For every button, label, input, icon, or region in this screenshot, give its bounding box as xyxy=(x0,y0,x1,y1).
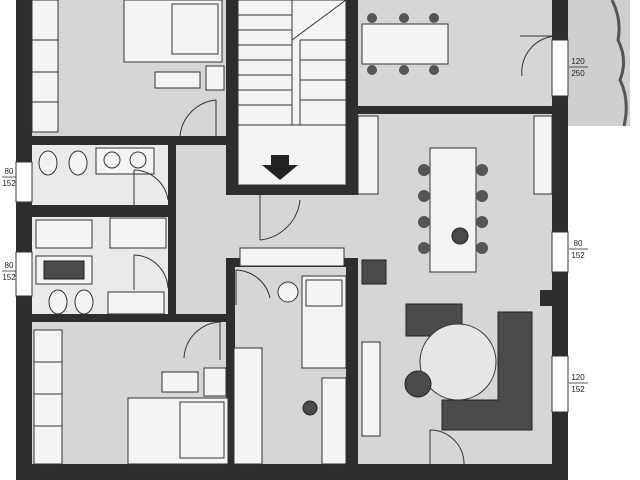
door-bedroom2 xyxy=(183,321,221,360)
kitchen-table xyxy=(361,23,449,65)
wardrobe-bedroom2-doors xyxy=(34,361,62,427)
shelf-bedroom3 xyxy=(239,247,345,267)
wall-bedroom1-south xyxy=(24,136,234,145)
toilet-bathroom1 xyxy=(68,150,88,176)
window-east-3 xyxy=(551,355,569,413)
toilet-bathroom2 xyxy=(74,289,94,315)
svg-text:120: 120 xyxy=(571,373,585,382)
shower-bathroom2 xyxy=(109,217,167,249)
svg-text:80: 80 xyxy=(574,239,583,248)
washbasin-bathroom2 xyxy=(107,291,165,315)
svg-text:120: 120 xyxy=(571,57,585,66)
wall-stair-east xyxy=(346,0,358,195)
wall-bath-south xyxy=(24,205,176,213)
wardrobe-bedroom2-east xyxy=(233,347,263,465)
dining-table xyxy=(429,147,477,273)
svg-text:250: 250 xyxy=(571,69,585,78)
svg-text:152: 152 xyxy=(571,385,585,394)
svg-text:152: 152 xyxy=(2,273,16,282)
sofa-corner xyxy=(441,311,533,431)
window-east-2 xyxy=(551,231,569,273)
stair-arrow-shaft xyxy=(271,155,289,167)
kitchen-chairs xyxy=(367,13,439,75)
sink-bathroom1-a xyxy=(103,151,121,169)
cabinet-living-east xyxy=(533,115,553,195)
door-bathroom2 xyxy=(133,254,169,290)
bidet-bathroom2 xyxy=(48,289,68,315)
window-dim-west-1: 80 152 xyxy=(2,167,16,188)
desk-bedroom3 xyxy=(321,377,347,465)
door-bedroom1 xyxy=(179,99,217,140)
bathtub-bathroom2 xyxy=(35,219,93,249)
wall-bedroom3-east xyxy=(346,258,358,464)
plant-corner xyxy=(361,259,387,285)
wall-bath2-north xyxy=(24,213,176,217)
window-west-2 xyxy=(15,251,33,297)
door-terrace xyxy=(520,35,557,77)
rug-living xyxy=(419,323,497,401)
wall-west xyxy=(16,0,32,480)
stair-arrow xyxy=(262,165,298,180)
pillow-bedroom1 xyxy=(171,3,219,55)
rug-bedroom2 xyxy=(161,371,199,393)
mat-bathroom2 xyxy=(43,260,85,280)
rug-bedroom1 xyxy=(154,71,201,89)
wardrobe-bedroom2 xyxy=(33,329,63,465)
desk-chair-bedroom3 xyxy=(302,400,318,416)
wall-bath-east xyxy=(168,145,176,207)
wall-bedroom2-east xyxy=(226,258,235,464)
stair-treads xyxy=(238,0,347,126)
sink-bathroom1-b xyxy=(129,151,147,169)
wall-living-north xyxy=(358,106,552,114)
window-west-1 xyxy=(15,161,33,203)
wall-bath2-east xyxy=(168,213,176,318)
terrace-planter xyxy=(610,0,628,127)
window-east-1 xyxy=(551,39,569,97)
window-dim-west-2: 80 152 xyxy=(2,261,16,282)
door-stair xyxy=(259,195,301,241)
nightstand-bedroom1 xyxy=(205,65,225,91)
pillow-bedroom3 xyxy=(305,279,343,307)
wardrobe-bedroom1-doors xyxy=(32,39,58,103)
window-dim-east-2: 80 152 xyxy=(569,239,588,260)
window-dim-east-3: 120 152 xyxy=(569,373,588,394)
wall-stair-south xyxy=(226,185,358,195)
wall-stair-west xyxy=(226,0,238,195)
door-bathroom1 xyxy=(133,169,169,205)
plant-dining xyxy=(451,227,469,245)
door-bedroom3 xyxy=(235,269,271,305)
tv-console xyxy=(361,341,381,437)
window-dim-east-1: 120 250 xyxy=(569,57,588,78)
coffee-table xyxy=(404,370,432,398)
wardrobe-bedroom1 xyxy=(31,0,59,133)
pillow-bedroom2 xyxy=(179,401,225,459)
wall-bath2-south xyxy=(24,314,230,322)
door-entrance xyxy=(429,429,465,465)
fireplace xyxy=(540,290,552,306)
svg-text:80: 80 xyxy=(5,261,14,270)
bidet-bathroom1 xyxy=(38,150,58,176)
wall-south xyxy=(16,464,568,480)
nightstand-bedroom2 xyxy=(203,367,227,397)
svg-text:152: 152 xyxy=(571,251,585,260)
svg-text:80: 80 xyxy=(5,167,14,176)
svg-text:152: 152 xyxy=(2,179,16,188)
cabinet-living-north xyxy=(357,115,379,195)
chair-bedroom3 xyxy=(277,281,299,303)
dining-chairs xyxy=(418,164,488,254)
